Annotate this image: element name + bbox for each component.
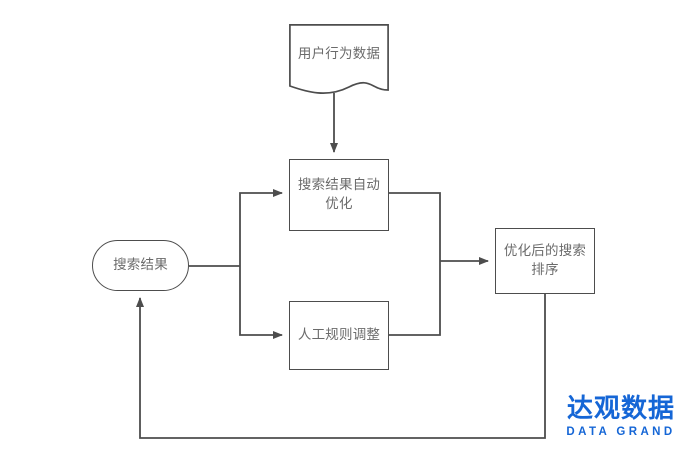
node-user-behavior-data[interactable]: 用户行为数据: [289, 24, 389, 100]
node-label-user-behavior-data: 用户行为数据: [297, 45, 381, 62]
brand-logo: 达观数据 DATA GRAND: [560, 392, 682, 442]
edge-ranking-feedback: [136, 294, 546, 439]
node-search-results[interactable]: 搜索结果: [92, 240, 189, 291]
node-optimized-ranking[interactable]: 优化后的搜索 排序: [495, 228, 595, 294]
brand-logo-cn: 达观数据: [566, 394, 675, 424]
edge-results-to-auto: [239, 189, 283, 266]
node-manual-rule-adjustment[interactable]: 人工规则调整: [289, 301, 389, 370]
edge-results-to-manual: [239, 266, 283, 339]
edge-manual-to-merge: [389, 261, 441, 336]
edge-auto-to-merge: [389, 192, 441, 261]
document-shape-icon: [289, 24, 389, 94]
brand-logo-en: DATA GRAND: [566, 426, 676, 438]
node-auto-optimization[interactable]: 搜索结果自动 优化: [289, 159, 389, 231]
